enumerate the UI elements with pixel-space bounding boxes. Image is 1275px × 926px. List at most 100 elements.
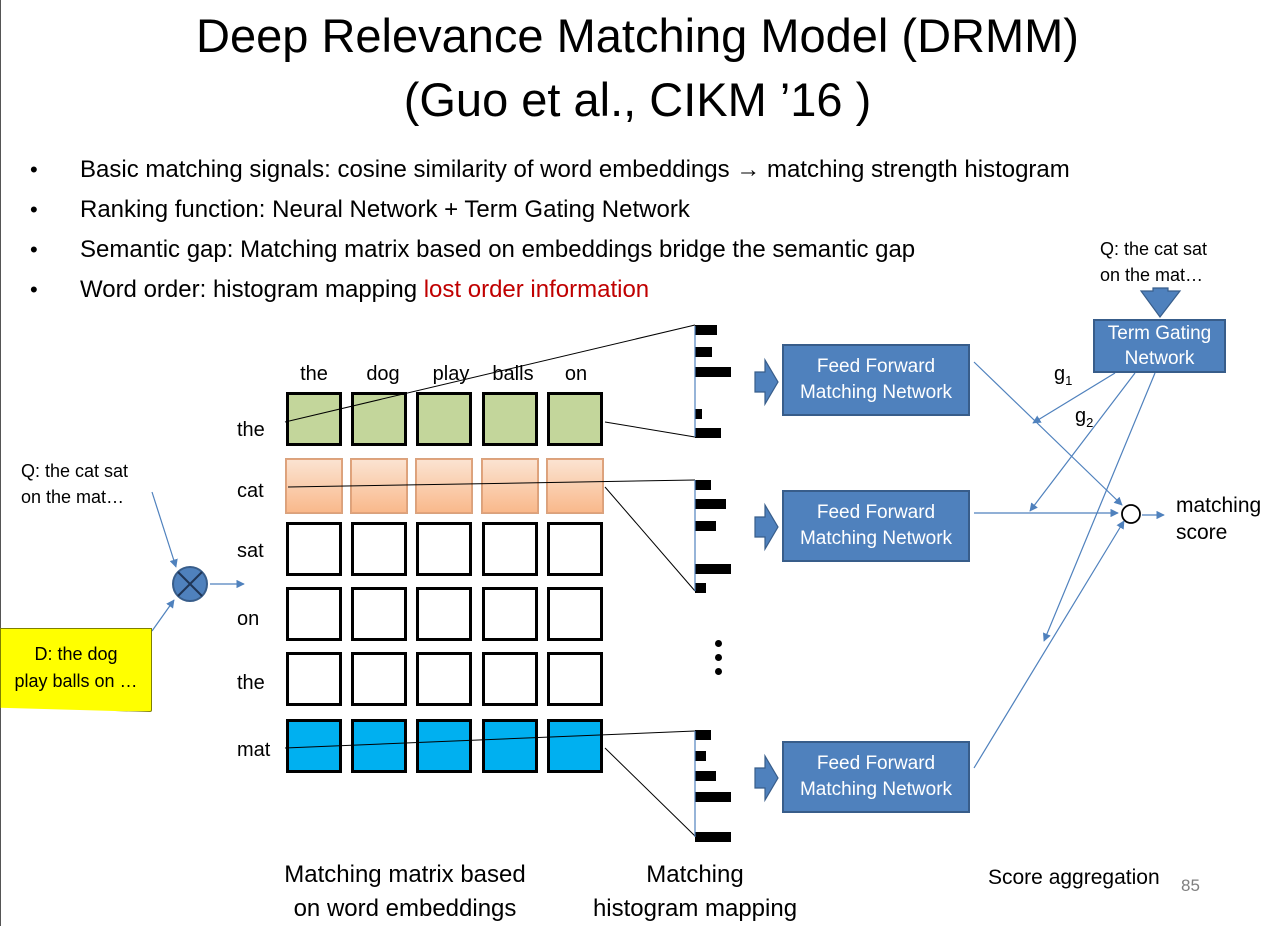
matrix-cell bbox=[286, 392, 342, 446]
matrix-cell bbox=[547, 652, 603, 706]
circle-x-icon bbox=[172, 566, 208, 602]
query-word-label: on bbox=[237, 608, 260, 630]
document-note: D: the dog play balls on … bbox=[0, 628, 152, 712]
matrix-cell bbox=[547, 587, 603, 641]
bullet-highlight: lost order information bbox=[423, 276, 650, 303]
ffn-label: Matching Network bbox=[799, 382, 953, 403]
doc-word-label: play bbox=[432, 363, 470, 385]
query-text-left: Q: the cat sat on the mat… bbox=[21, 461, 129, 507]
histogram-bar bbox=[695, 564, 731, 574]
bullet-text: Semantic gap: Matching matrix based on e… bbox=[80, 236, 916, 263]
ffn-label: Matching Network bbox=[799, 528, 953, 549]
histogram-bar bbox=[695, 428, 721, 438]
matrix-cell bbox=[351, 652, 407, 706]
matrix-cell bbox=[547, 459, 603, 513]
matrix-cell bbox=[482, 587, 538, 641]
ffn-block: Feed Forward Matching Network bbox=[782, 344, 970, 416]
ffn-label: Feed Forward bbox=[816, 753, 936, 774]
aggregation-node bbox=[1121, 504, 1141, 524]
matrix-cell bbox=[351, 392, 407, 446]
matrix-cell bbox=[286, 522, 342, 576]
gating-label: Network bbox=[1124, 348, 1195, 369]
histogram-bar bbox=[695, 771, 716, 781]
matrix-cell bbox=[416, 587, 472, 641]
bullet-text: Ranking function: Neural Network + Term … bbox=[80, 196, 690, 223]
query-word-label: the bbox=[237, 672, 265, 694]
matrix-cell bbox=[286, 652, 342, 706]
block-arrows bbox=[754, 287, 1182, 803]
matrix-cell bbox=[547, 392, 603, 446]
term-gating-network: Term Gating Network bbox=[1093, 319, 1226, 373]
gating-label: Term Gating bbox=[1107, 323, 1212, 344]
page-number: 85 bbox=[1181, 876, 1200, 895]
matrix-cell bbox=[416, 652, 472, 706]
block-arrow-icon bbox=[754, 753, 779, 803]
matrix-cell bbox=[286, 587, 342, 641]
matrix-cell bbox=[482, 459, 538, 513]
ffn-label: Feed Forward bbox=[816, 356, 936, 377]
input-arrows bbox=[151, 491, 245, 632]
g2-label: g2 bbox=[1075, 405, 1094, 430]
bullet-marker: • bbox=[30, 237, 38, 262]
histogram-bar bbox=[695, 792, 731, 802]
doc-word-label: balls bbox=[492, 363, 534, 385]
histogram-bar bbox=[695, 367, 731, 377]
matrix-cell bbox=[416, 522, 472, 576]
block-arrow-icon bbox=[754, 502, 779, 552]
bullet-text: Basic matching signals: cosine similarit… bbox=[80, 156, 1070, 183]
g1-label: g1 bbox=[1054, 363, 1073, 388]
matrix-cell bbox=[547, 522, 603, 576]
query-word-label: mat bbox=[237, 739, 271, 761]
matrix-cell bbox=[482, 392, 538, 446]
matching-score-label: matching score bbox=[1176, 494, 1262, 544]
bullet-text: Word order: histogram mapping lost order… bbox=[80, 270, 649, 310]
bullet-marker: • bbox=[30, 197, 38, 222]
doc-word-label: on bbox=[564, 363, 588, 385]
gating-arrows bbox=[1029, 372, 1156, 642]
doc-word-label: the bbox=[300, 363, 328, 385]
histogram-bar bbox=[695, 480, 711, 490]
matrix-cell bbox=[547, 719, 603, 773]
histogram-bar bbox=[695, 521, 716, 531]
query-word-label: cat bbox=[237, 480, 264, 502]
matrix-cell bbox=[416, 459, 472, 513]
aggregation-caption: Score aggregation bbox=[988, 866, 1160, 889]
bullet-text-plain: Word order: histogram mapping bbox=[80, 276, 424, 303]
matrix-cell bbox=[482, 719, 538, 773]
ellipsis-icon bbox=[710, 640, 726, 676]
matrix-cell bbox=[482, 522, 538, 576]
matrix-cell bbox=[482, 652, 538, 706]
query-word-label: the bbox=[237, 419, 265, 441]
histogram-bar bbox=[695, 751, 706, 761]
down-arrow-icon bbox=[1139, 287, 1182, 319]
slide-title: Deep Relevance Matching Model (DRMM) bbox=[196, 9, 1079, 62]
histogram-caption: Matching histogram mapping bbox=[592, 861, 798, 922]
bullet-marker: • bbox=[30, 157, 38, 182]
slide-subtitle: (Guo et al., CIKM ’16 ) bbox=[403, 73, 872, 126]
histogram-bar bbox=[695, 730, 711, 740]
matrix-caption: Matching matrix based on word embeddings bbox=[284, 861, 526, 922]
slide-edge bbox=[0, 0, 1, 926]
histogram-bar bbox=[695, 409, 702, 419]
query-word-label: sat bbox=[237, 540, 264, 562]
histogram-bar bbox=[695, 832, 731, 842]
ffn-block: Feed Forward Matching Network bbox=[782, 741, 970, 813]
doc-word-label: dog bbox=[366, 363, 400, 385]
histogram-bar bbox=[695, 499, 726, 509]
ffn-label: Feed Forward bbox=[816, 502, 936, 523]
ffn-block: Feed Forward Matching Network bbox=[782, 490, 970, 562]
ffn-label: Matching Network bbox=[799, 779, 953, 800]
matrix-cell bbox=[351, 719, 407, 773]
query-text-right: Q: the cat sat on the mat… bbox=[1100, 239, 1208, 285]
score-arrows bbox=[973, 361, 1165, 769]
block-arrow-icon bbox=[754, 357, 779, 407]
bullet-marker: • bbox=[30, 277, 38, 302]
matrix-cell bbox=[416, 392, 472, 446]
matrix-cell bbox=[416, 719, 472, 773]
histogram-bar bbox=[695, 325, 717, 335]
matrix-cell bbox=[351, 522, 407, 576]
histogram-bar bbox=[695, 347, 712, 357]
matrix-cell bbox=[351, 587, 407, 641]
